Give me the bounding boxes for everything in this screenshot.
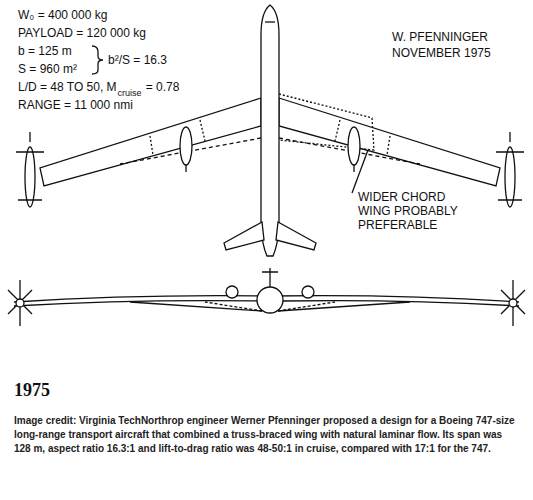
spec-range: RANGE = 11 000 nmi (18, 98, 133, 112)
year-heading: 1975 (14, 380, 50, 401)
spec-payload: PAYLOAD = 120 000 kg (18, 26, 146, 40)
spec-aspect-ratio: b²/S = 16.3 (108, 53, 167, 67)
spec-span: b = 125 m (18, 44, 72, 58)
spec-lift-drag: L/D = 48 TO 50, M (18, 80, 117, 94)
spec-area: S = 960 m² (18, 62, 77, 76)
image-caption: Image credit: Virginia TechNorthrop engi… (14, 414, 519, 456)
spec-weight: W₀ = 400 000 kg (18, 8, 107, 22)
author-name: W. PFENNINGER (392, 30, 488, 44)
design-note: WIDER CHORD WING PROBABLY PREFERABLE (358, 190, 476, 232)
spec-subscript: cruise (118, 86, 142, 100)
date-note: NOVEMBER 1975 (392, 46, 491, 60)
spec-mach: = 0.78 (146, 80, 180, 94)
